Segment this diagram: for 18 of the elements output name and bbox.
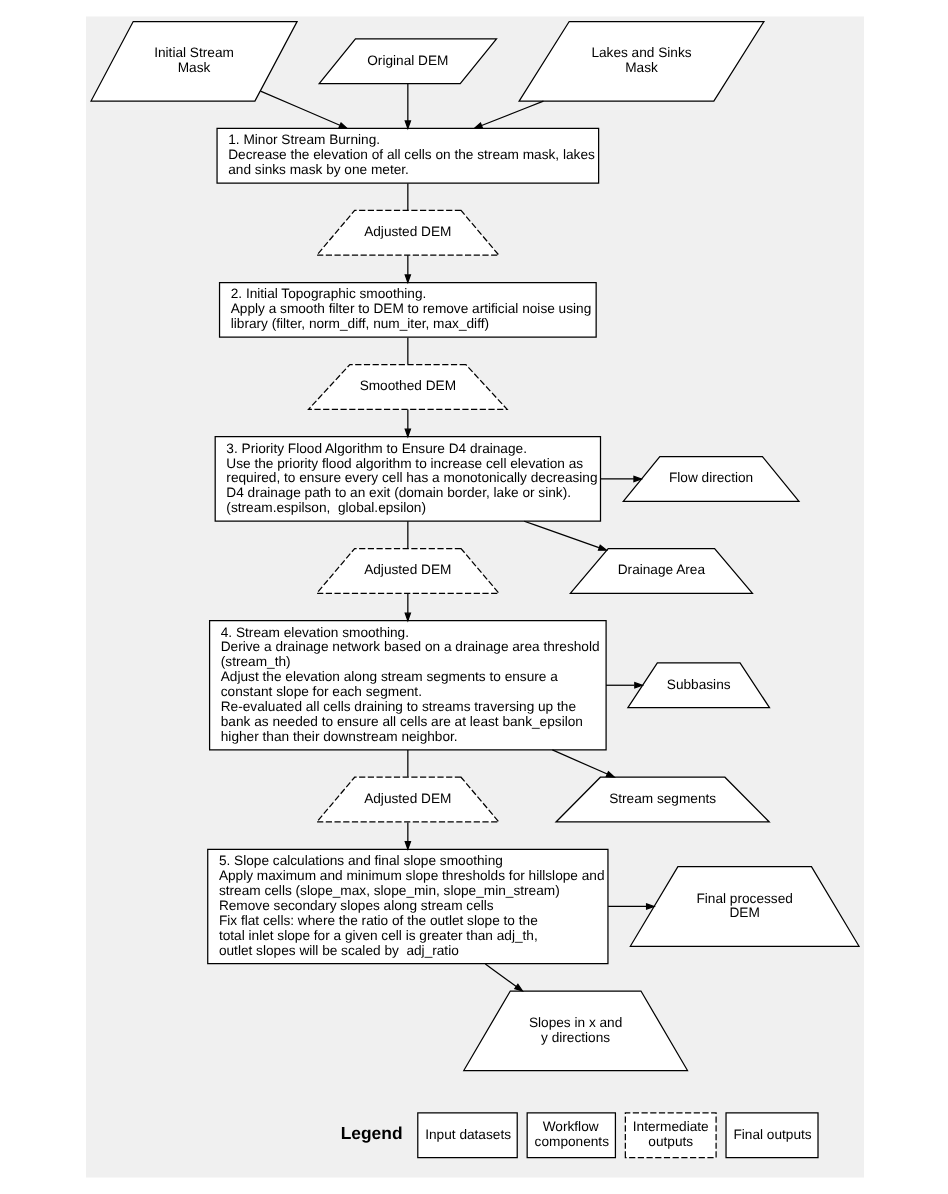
- label: Legend: [339, 1122, 402, 1143]
- arrow: [522, 520, 608, 551]
- arrow: [403, 408, 411, 439]
- arrow: [258, 90, 348, 130]
- arrow: [403, 821, 411, 852]
- connector: [406, 520, 408, 549]
- arrow: [483, 963, 523, 992]
- arrow: [471, 100, 544, 129]
- arrow: [606, 903, 655, 910]
- arrow: [403, 254, 411, 285]
- arrow: [550, 749, 615, 778]
- connector: [406, 182, 408, 211]
- arrow: [403, 593, 411, 623]
- connector: [406, 749, 408, 778]
- arrow: [403, 83, 411, 131]
- arrow: [604, 681, 644, 689]
- connector: [406, 337, 408, 365]
- arrow: [599, 475, 643, 483]
